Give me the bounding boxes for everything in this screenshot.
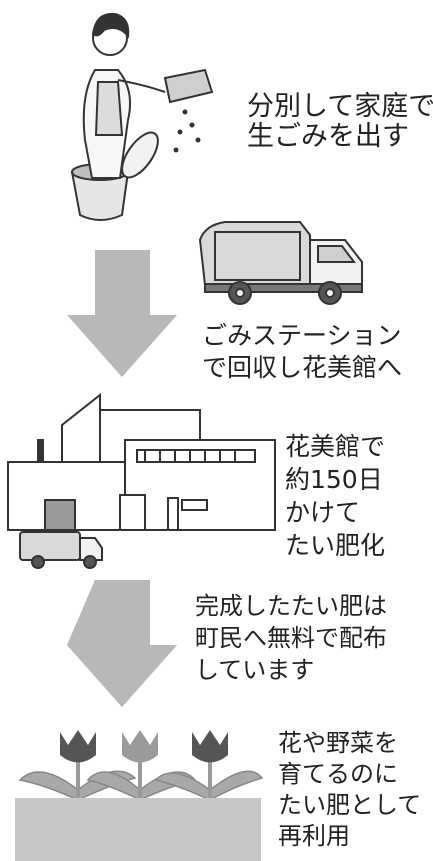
factory-hanabikan-illustration [7, 392, 276, 531]
down-arrow-1 [67, 250, 177, 377]
step-2-line-2: で回収し花美館へ [202, 353, 403, 382]
step-5-line-2: 育てるのに [278, 760, 398, 788]
small-truck-illustration [19, 531, 103, 569]
garbage-truck-illustration [198, 221, 363, 305]
woman-disposing-waste-illustration [70, 12, 214, 221]
tulip-planter-illustration [15, 730, 264, 861]
step-3-line-1: 花美館で [285, 432, 386, 461]
step-4-line-2: 町民へ無料で配布 [195, 624, 387, 652]
step-4-caption: 完成したたい肥は 町民へ無料で配布 しています [195, 590, 387, 686]
down-arrow-2-shape [67, 580, 177, 707]
step-5-line-4: 再利用 [278, 822, 350, 850]
step-3-line-4: たい肥化 [285, 531, 386, 560]
step-3-line-3: かけて [285, 498, 361, 527]
step-1-line-2: 生ごみを出す [247, 121, 409, 152]
step-4-line-1: 完成したたい肥は [195, 592, 387, 620]
step-5-line-1: 花や野菜を [278, 729, 398, 757]
step-4-line-3: しています [195, 656, 315, 684]
step-3-line-2: 約150日 [285, 465, 383, 494]
step-2-line-1: ごみステーション [202, 321, 402, 350]
step-2-caption: ごみステーション で回収し花美館へ [202, 320, 402, 384]
step-3-caption: 花美館で 約150日 かけて たい肥化 [285, 430, 385, 562]
step-1-line-1: 分別して家庭で [247, 91, 433, 122]
step-5-caption: 花や野菜を 育てるのに たい肥として 再利用 [278, 728, 421, 852]
step-1-caption: 分別して家庭で 生ごみを出す [247, 92, 433, 152]
step-5-line-3: たい肥として [278, 791, 422, 819]
